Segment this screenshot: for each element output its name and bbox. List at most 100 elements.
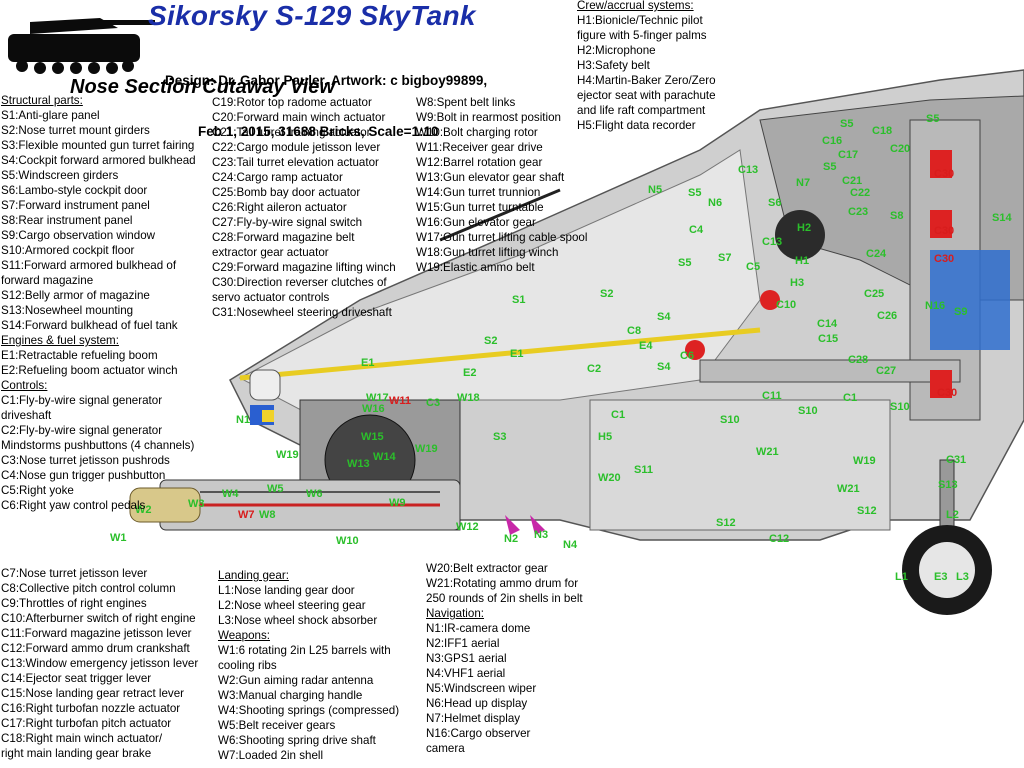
callout-N1: N1	[236, 414, 250, 426]
callout-W18: W18	[457, 392, 480, 404]
callout-W17: W17	[366, 392, 389, 404]
legend-item: cooling ribs	[218, 659, 277, 672]
page-title: Sikorsky S-129 SkyTank	[148, 0, 476, 31]
callout-S5: S5	[678, 257, 691, 269]
legend-item: W12:Barrel rotation gear	[416, 156, 543, 169]
legend-item: S6:Lambo-style cockpit door	[1, 184, 148, 197]
fuselage-body	[229, 69, 1024, 541]
callout-W21: W21	[837, 483, 860, 495]
legend-item: W18:Gun turret lifting winch	[416, 246, 559, 259]
callout-S2: S2	[600, 288, 613, 300]
callout-C4: C4	[689, 224, 704, 236]
nose-landing-gear	[505, 459, 992, 615]
legend-item: forward magazine	[1, 274, 94, 287]
legend-item: C2:Fly-by-wire signal generator	[1, 424, 163, 437]
callout-H1: H1	[795, 255, 809, 267]
callout-C5: C5	[746, 261, 760, 273]
legend-item: H4:Martin-Baker Zero/Zero ejector seat w…	[577, 74, 716, 117]
legend-item: W13:Gun elevator gear shaft	[416, 171, 565, 184]
legend-item: C29:Forward magazine lifting winch	[212, 261, 396, 274]
legend-item: W6:Shooting spring drive shaft	[218, 734, 376, 747]
callout-W10: W10	[336, 535, 359, 547]
legend-item: S14:Forward bulkhead of fuel tank	[1, 319, 178, 332]
legend-item: N5:Windscreen wiper	[426, 682, 537, 695]
credits-line-1: Design: Dr. Gabor Pauler, Artwork: c big…	[165, 73, 488, 88]
controls-heading: Controls:	[1, 379, 48, 392]
callout-C13: C13	[738, 164, 758, 176]
legend-item: N3:GPS1 aerial	[426, 652, 507, 665]
callout-S9: S9	[954, 306, 967, 318]
legend-item: L3:Nose wheel shock absorber	[218, 614, 378, 627]
legend-item: C3:Nose turret jetisson pushrods	[1, 454, 170, 467]
callout-S12: S12	[716, 517, 736, 529]
callout-L1: L1	[895, 571, 908, 583]
legend-item: S10:Armored cockpit floor	[1, 244, 135, 257]
callout-W3: W3	[188, 498, 205, 510]
legend-item: W2:Gun aiming radar antenna	[218, 674, 374, 687]
legend-item: C9:Throttles of right engines	[1, 597, 147, 610]
callout-S11: S11	[634, 464, 653, 476]
legend-item: W8:Spent belt links	[416, 96, 516, 109]
legend-item: C17:Right turbofan pitch actuator	[1, 717, 172, 730]
legend-column-landing-weapons: Landing gear: L1:Nose landing gear door …	[218, 568, 399, 763]
callout-S12: S12	[857, 505, 877, 517]
legend-item: C12:Forward ammo drum crankshaft	[1, 642, 190, 655]
callout-N7: N7	[796, 177, 810, 189]
legend-item: C27:Fly-by-wire signal switch	[212, 216, 363, 229]
legend-column-left: Structural parts: S1:Anti-glare panel S2…	[1, 93, 196, 513]
legend-item: C25:Bomb bay door actuator	[212, 186, 361, 199]
callout-W21: W21	[756, 446, 779, 458]
callout-W1: W1	[110, 532, 127, 544]
legend-item: W16:Gun elevator gear	[416, 216, 536, 229]
legend-item: C21:Tail turret training actuator	[212, 126, 371, 139]
legend-item: C4:Nose gun trigger pushbutton	[1, 469, 166, 482]
legend-item: N1:IR-camera dome	[426, 622, 531, 635]
legend-column-left-bottom: C7:Nose turret jetisson lever C8:Collect…	[1, 566, 198, 761]
callout-C10: C10	[776, 299, 796, 311]
legend-item: C22:Cargo module jetisson lever	[212, 141, 381, 154]
callout-C30: C30	[937, 387, 957, 399]
callout-W12: W12	[456, 521, 479, 533]
legend-item: E1:Retractable refueling boom	[1, 349, 158, 362]
callout-C2: C2	[587, 363, 601, 375]
landing-heading: Landing gear:	[218, 569, 289, 582]
callout-W19: W19	[276, 449, 299, 461]
callout-E4: E4	[639, 340, 653, 352]
legend-item: W5:Belt receiver gears	[218, 719, 336, 732]
callout-C17: C17	[838, 149, 858, 161]
legend-item: H5:Flight data recorder	[577, 119, 696, 132]
legend-item: L1:Nose landing gear door	[218, 584, 355, 597]
legend-item: S11:Forward armored bulkhead of	[1, 259, 177, 272]
callout-S5: S5	[823, 161, 836, 173]
legend-item: right main landing gear brake	[1, 747, 152, 760]
callout-S2: S2	[484, 335, 497, 347]
callout-S10: S10	[798, 405, 818, 417]
legend-item: C15:Nose landing gear retract lever	[1, 687, 185, 700]
legend-item: S5:Windscreen girders	[1, 169, 119, 182]
callout-W2: W2	[135, 504, 152, 516]
callout-C30: C30	[934, 168, 954, 180]
legend-item: W19:Elastic ammo belt	[416, 261, 535, 274]
legend-item: N16:Cargo observer	[426, 727, 531, 740]
callout-N6: N6	[708, 197, 722, 209]
callout-labels-green: S1 S2 S2 S3 S4 S4 S5 S5 S5 S5 S5 S6 S7 S…	[110, 113, 1012, 583]
legend-item: C13:Window emergency jetisson lever	[1, 657, 199, 670]
legend-item: extractor gear actuator	[212, 246, 329, 259]
legend-item: C24:Cargo ramp actuator	[212, 171, 343, 184]
legend-item: camera	[426, 742, 465, 755]
callout-W11: W11	[389, 395, 411, 407]
callout-W19: W19	[415, 443, 438, 455]
callout-C12: C12	[769, 533, 789, 545]
callout-C26: C26	[877, 310, 897, 322]
callout-W15: W15	[361, 431, 384, 443]
legend-column-weapons: W8:Spent belt links W9:Bolt in rearmost …	[416, 95, 587, 275]
legend-item: C31:Nosewheel steering driveshaft	[212, 306, 392, 319]
legend-item: S12:Belly armor of magazine	[1, 289, 150, 302]
legend-item: S9:Cargo observation window	[1, 229, 156, 242]
callout-W16: W16	[362, 403, 385, 415]
legend-item: C1:Fly-by-wire signal generator	[1, 394, 163, 407]
legend-item: H1:Bionicle/Technic pilot figure with 5-…	[577, 14, 707, 42]
legend-item: W9:Bolt in rearmost position	[416, 111, 561, 124]
legend-item: S3:Flexible mounted gun turret fairing	[1, 139, 195, 152]
callout-N5: N5	[648, 184, 662, 196]
